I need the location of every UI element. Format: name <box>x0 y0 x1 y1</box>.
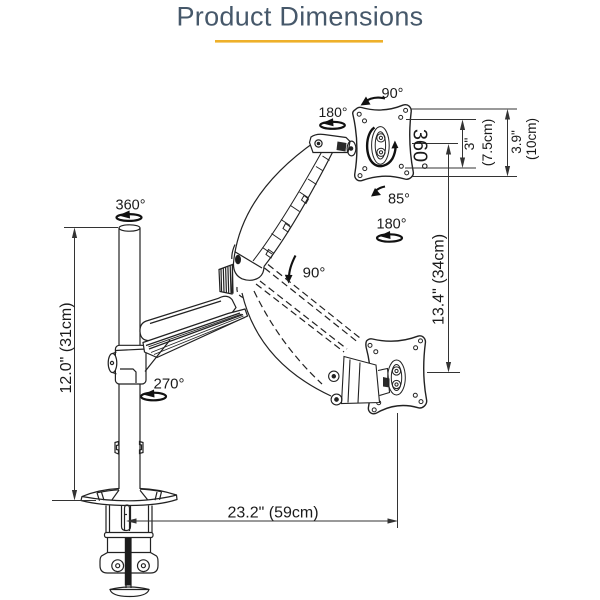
svg-text:180°: 180° <box>319 104 348 120</box>
svg-text:13.4" (34cm): 13.4" (34cm) <box>431 234 448 325</box>
svg-text:85°: 85° <box>388 192 410 208</box>
svg-text:Product Dimensions: Product Dimensions <box>176 2 423 32</box>
svg-text:180°: 180° <box>377 217 407 233</box>
svg-text:3": 3" <box>461 138 477 151</box>
svg-text:270°: 270° <box>153 376 184 393</box>
svg-text:12.0" (31cm): 12.0" (31cm) <box>58 302 75 393</box>
svg-text:(7.5cm): (7.5cm) <box>479 119 495 166</box>
svg-text:90°: 90° <box>303 265 326 282</box>
svg-text:90°: 90° <box>382 86 404 102</box>
svg-text:3.9": 3.9" <box>509 130 524 154</box>
svg-text:360°: 360° <box>409 129 431 170</box>
svg-text:360°: 360° <box>116 198 146 214</box>
svg-text:(10cm): (10cm) <box>524 118 539 160</box>
svg-text:23.2" (59cm): 23.2" (59cm) <box>227 505 318 522</box>
